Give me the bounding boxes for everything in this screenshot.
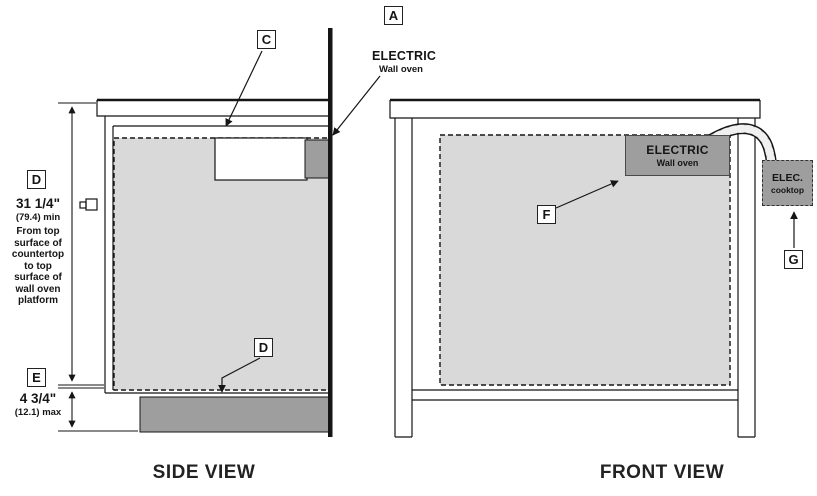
dim-e-note: (12.1) max xyxy=(14,407,62,418)
dimension-lines xyxy=(58,102,138,432)
ref-label-c: C xyxy=(257,30,276,49)
side-cabinet-outline xyxy=(79,98,330,394)
cooktop-box-line1: ELEC. xyxy=(772,171,803,184)
ref-label-e: E xyxy=(27,368,46,387)
electric-cooktop-box: ELEC. cooktop xyxy=(762,160,813,206)
arrow-electric-callout xyxy=(332,75,381,136)
front-cabinet-outline xyxy=(389,98,761,438)
wall-line xyxy=(328,28,333,437)
oven-box-line1: ELECTRIC xyxy=(646,143,709,157)
side-junction-box xyxy=(304,139,331,179)
ref-label-g: G xyxy=(784,250,803,269)
ref-label-d-platform: D xyxy=(254,338,273,357)
side-recess-notch xyxy=(214,137,308,181)
cooktop-box-line2: cooktop xyxy=(770,184,805,195)
oven-platform-box xyxy=(139,396,331,433)
front-leader-arrows xyxy=(555,180,798,248)
dim-e-value: 4 3/4" xyxy=(19,391,57,406)
arrow-d-platform xyxy=(218,357,261,393)
dimension-d-text: 31 1/4" (79.4) min From top surface of c… xyxy=(0,196,76,307)
front-view-title: FRONT VIEW xyxy=(599,462,725,483)
ref-label-d: D xyxy=(27,170,46,189)
door-handle-icon xyxy=(79,201,87,209)
callout-line2: Wall oven xyxy=(379,64,423,75)
electric-wall-oven-box: ELECTRIC Wall oven xyxy=(625,135,730,176)
dim-d-description: From top surface of countertop to top su… xyxy=(11,226,65,306)
leader-arrows xyxy=(218,50,381,393)
side-view-title: SIDE VIEW xyxy=(152,462,256,483)
electric-wall-oven-callout: ELECTRIC Wall oven xyxy=(372,49,462,75)
arrow-f xyxy=(555,180,619,209)
oven-box-line2: Wall oven xyxy=(656,158,699,168)
door-handle-icon xyxy=(85,198,98,211)
arrow-c xyxy=(225,50,263,127)
dim-d-value: 31 1/4" xyxy=(16,196,60,211)
front-cavity-region xyxy=(439,134,731,386)
dim-d-note: (79.4) min xyxy=(15,212,61,223)
callout-line1: ELECTRIC xyxy=(372,49,437,63)
ref-label-f: F xyxy=(537,205,556,224)
ref-label-a: A xyxy=(384,6,403,25)
dimension-e-text: 4 3/4" (12.1) max xyxy=(0,391,76,418)
